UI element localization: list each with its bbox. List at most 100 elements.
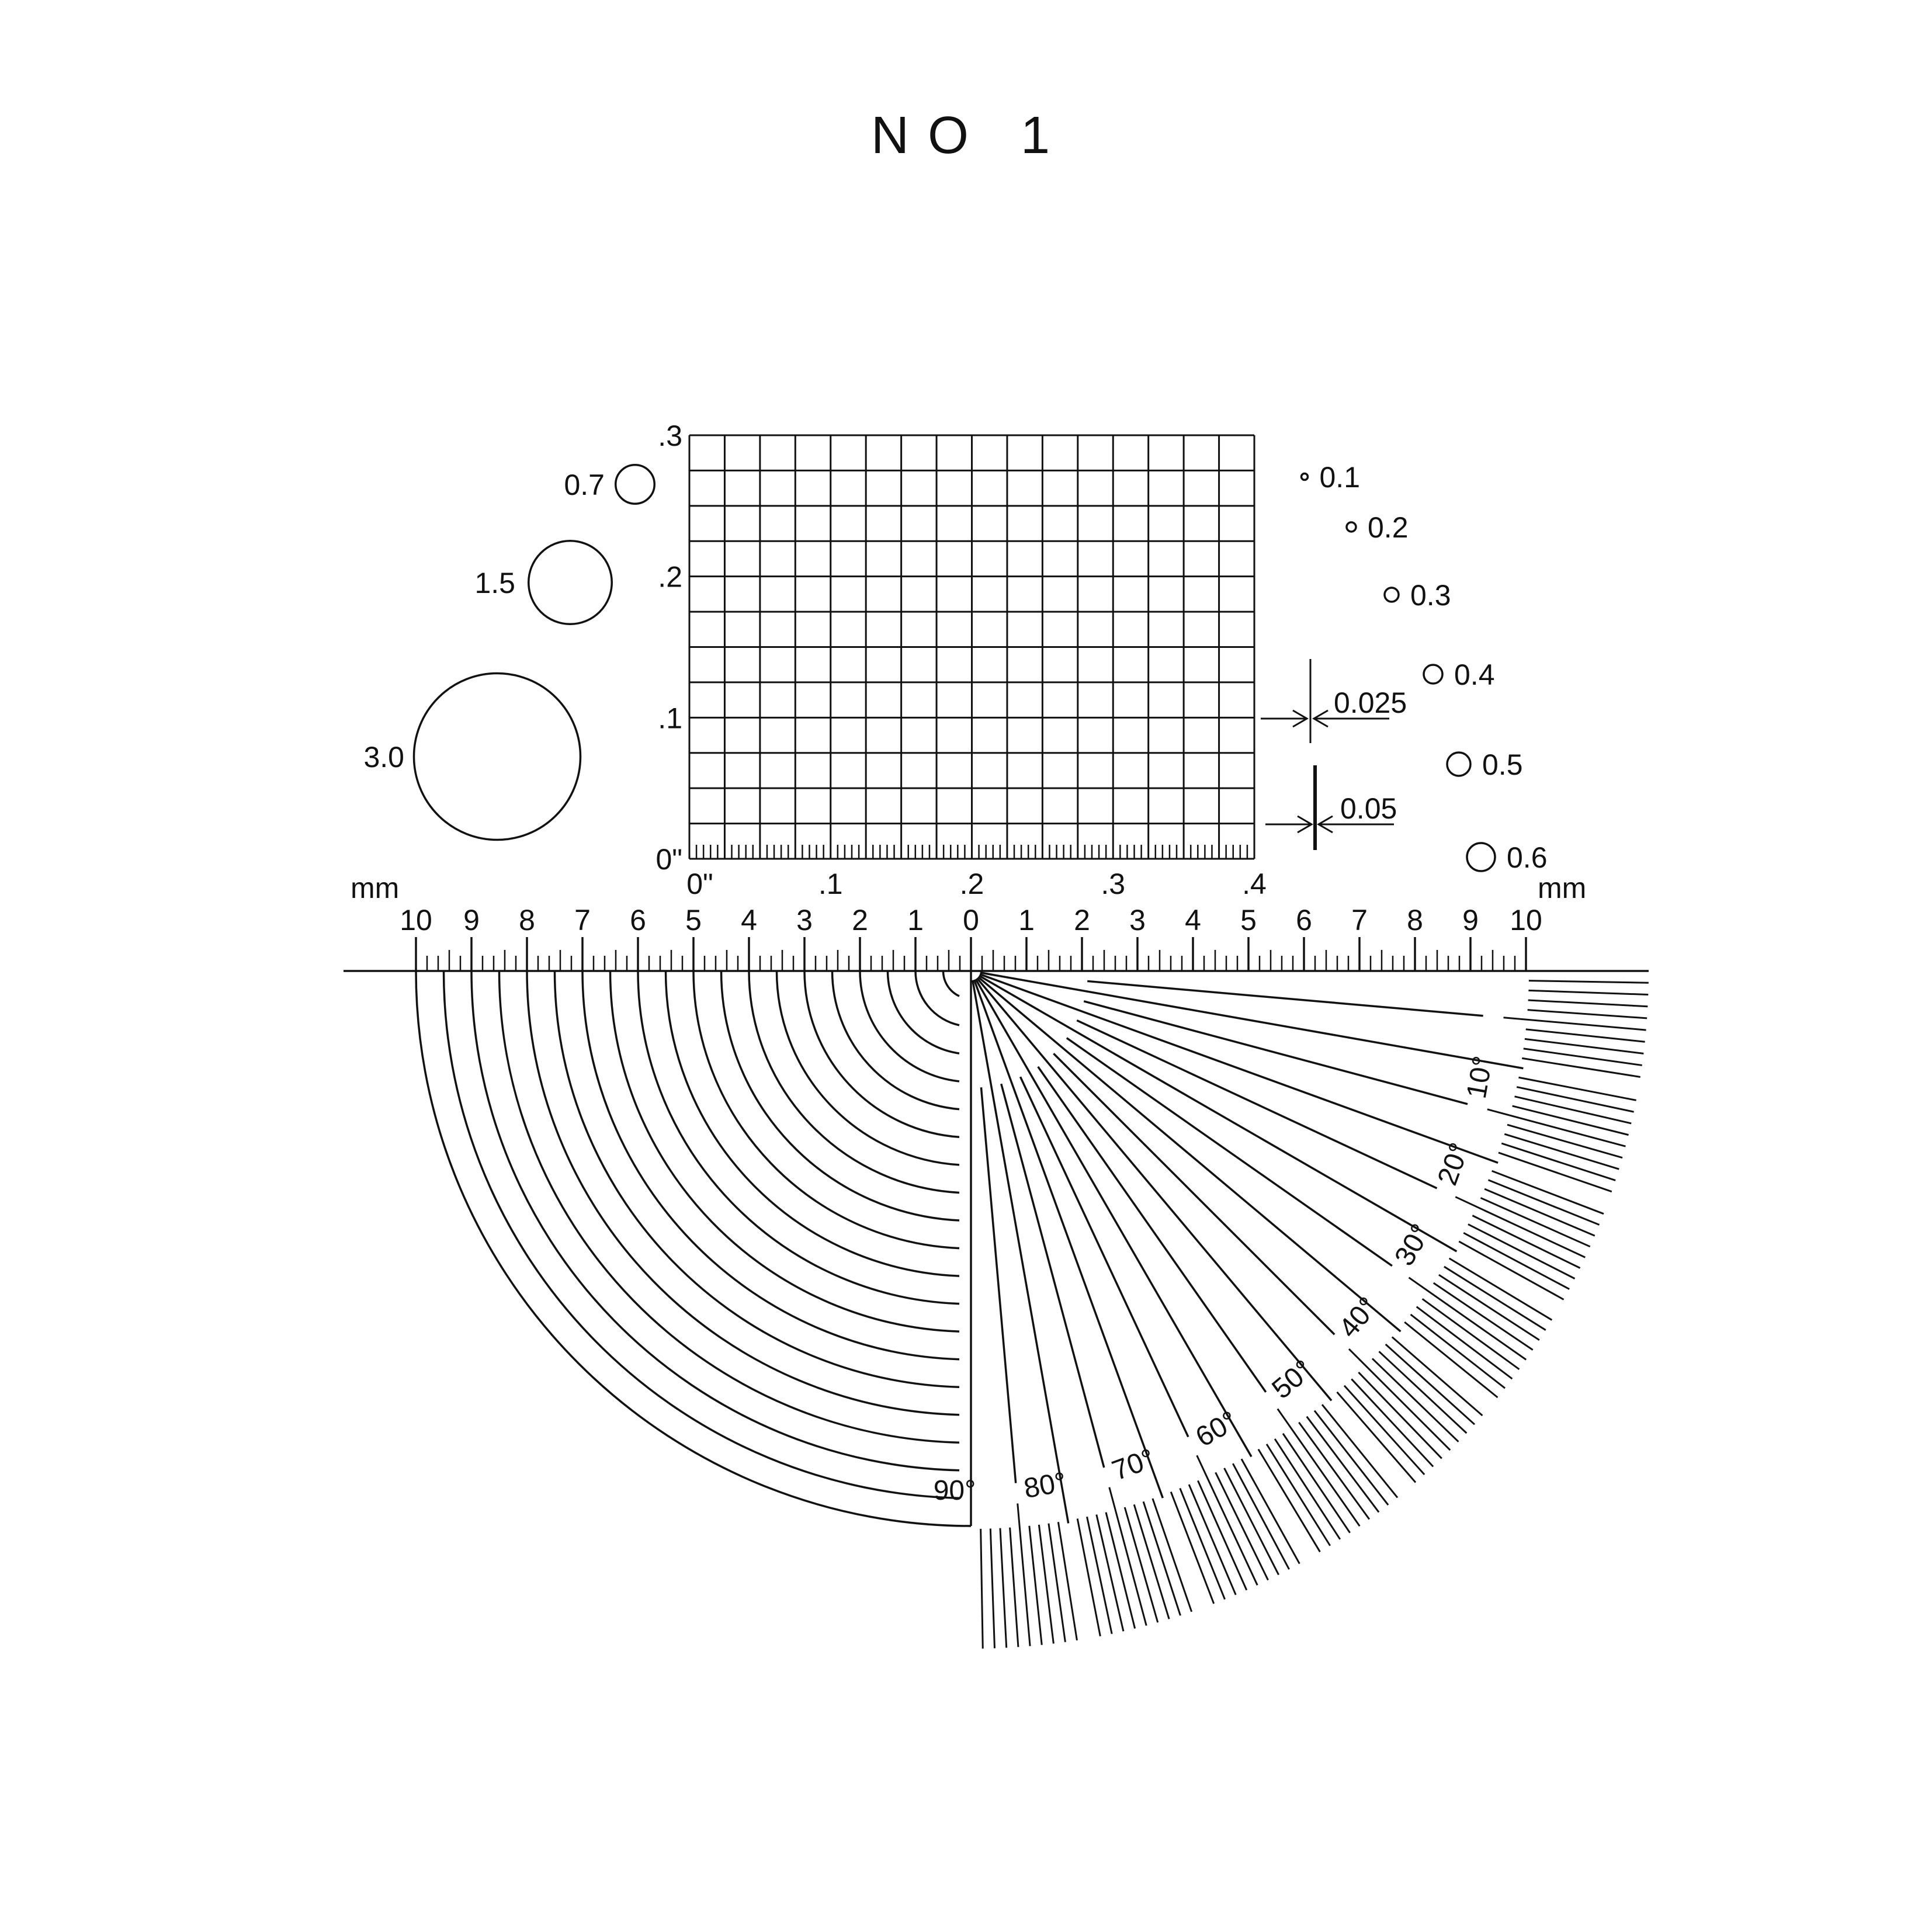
protractor-degree-tick (1009, 1527, 1019, 1647)
protractor-degree-tick (1391, 1336, 1483, 1417)
protractor-degree-tick (1196, 1455, 1258, 1586)
protractor-ray (972, 980, 1070, 1524)
concentric-arc (637, 970, 960, 1305)
protractor-degree-tick (1498, 1151, 1612, 1193)
protractor-degree-tick (1385, 1343, 1476, 1425)
protractor-degree-tick (1492, 1170, 1604, 1215)
width-label: 0.05 (1340, 792, 1397, 825)
protractor-degree-tick (1133, 1504, 1170, 1619)
protractor-degree-label: 70° (1108, 1443, 1158, 1487)
concentric-arc (720, 970, 960, 1222)
protractor-degree-tick (1076, 1518, 1101, 1636)
right-size-circles: 0.10.20.30.40.50.6 (1300, 461, 1548, 874)
width-arrow-head (1317, 815, 1333, 834)
concentric-arc (886, 970, 960, 1055)
grid-x-tick-label: 0" (686, 868, 713, 900)
protractor-degree-tick (1086, 1516, 1113, 1634)
protractor-degree-tick (1504, 1133, 1619, 1170)
protractor-degree-tick (980, 1528, 984, 1649)
protractor-degree-tick (1197, 1480, 1248, 1591)
ruler-label: 10 (400, 904, 432, 936)
ruler-label: 4 (741, 904, 757, 936)
protractor-degree-tick (1438, 1274, 1540, 1341)
protractor-degree-tick (1514, 1095, 1632, 1125)
protractor-degree-tick (1528, 989, 1649, 996)
protractor-degree-tick (1455, 1196, 1586, 1258)
protractor-degree-tick (1371, 1358, 1459, 1442)
inch-grid (688, 434, 1255, 860)
protractor-degree-label: 60° (1191, 1405, 1243, 1453)
width-label: 0.025 (1334, 686, 1407, 719)
ruler-label: 8 (519, 904, 535, 936)
grid-y-tick-label: .3 (658, 419, 682, 452)
ruler-unit-left: mm (351, 872, 399, 904)
protractor-ray (1019, 1076, 1189, 1438)
grid-y-tick-label: .1 (658, 702, 682, 734)
ruler-label: 9 (1462, 904, 1479, 936)
concentric-arc (914, 970, 960, 1026)
size-circle (1383, 587, 1400, 603)
protractor-degree-tick (1179, 1487, 1226, 1600)
size-circle-label: 0.4 (1454, 658, 1495, 691)
protractor-degree-tick (1298, 1421, 1371, 1520)
protractor-ray (1037, 1066, 1267, 1393)
inch-grid-labels: 0".1.2.3.4.3.2.10" (655, 419, 1266, 900)
size-circle-label: 0.3 (1410, 579, 1451, 612)
protractor-degree-label: 30° (1389, 1219, 1437, 1271)
ruler-label: 2 (1074, 904, 1090, 936)
ruler-label: 2 (852, 904, 868, 936)
protractor-degree-tick (1472, 1215, 1581, 1269)
grid-y-tick-label: 0" (655, 843, 682, 876)
protractor-degree-tick (1336, 1391, 1417, 1483)
reticle-title: NO 1 (871, 106, 1069, 165)
ruler-label: 7 (1351, 904, 1368, 936)
protractor-degree-tick (1378, 1351, 1468, 1434)
protractor-degree-tick (1523, 1047, 1642, 1066)
protractor-degree-tick (1351, 1378, 1434, 1468)
ruler-label: 7 (574, 904, 591, 936)
concentric-arc (859, 970, 960, 1083)
ruler-label: 8 (1407, 904, 1423, 936)
size-circle-label: 3.0 (363, 741, 404, 774)
protractor-degree-tick (1468, 1223, 1576, 1279)
protractor-degree-tick (1215, 1472, 1269, 1581)
protractor-degree-tick (1232, 1463, 1290, 1570)
ruler-label: 9 (463, 904, 480, 936)
protractor-degree-tick (1416, 1306, 1513, 1380)
protractor-degree-tick (989, 1528, 996, 1649)
ruler-label: 10 (1510, 904, 1542, 936)
protractor-degree-tick (1528, 980, 1649, 984)
protractor-degree-tick (1057, 1522, 1078, 1640)
grid-x-tick-label: .2 (960, 868, 984, 900)
line-width-gauges: 0.025 0.05 (1261, 659, 1407, 850)
ruler-label: 1 (1018, 904, 1035, 936)
protractor-degree-tick (1421, 1298, 1520, 1371)
protractor-degree-label: 40° (1333, 1291, 1384, 1344)
concentric-arc (692, 970, 960, 1250)
protractor-ray (976, 977, 1333, 1402)
protractor-degree-tick (1170, 1492, 1215, 1604)
protractor-ray (979, 973, 1499, 1164)
concentric-arc (775, 970, 960, 1166)
protractor-ray (1087, 980, 1483, 1017)
protractor-degree-tick (1444, 1265, 1546, 1331)
protractor-degree-tick (1524, 1038, 1644, 1055)
protractor-degree-tick (1518, 1076, 1636, 1101)
protractor-degree-tick (1017, 1503, 1031, 1646)
protractor-degree-tick (1306, 1416, 1380, 1513)
protractor-ray (980, 1087, 1017, 1483)
protractor-degree-tick (1274, 1438, 1341, 1540)
protractor-degree-tick (1257, 1448, 1321, 1553)
protractor-degree-tick (1265, 1444, 1331, 1546)
protractor-degree-tick (1223, 1468, 1279, 1576)
protractor-degree-tick (1522, 1057, 1640, 1078)
size-circle-label: 0.2 (1368, 511, 1409, 544)
ruler-label: 3 (796, 904, 813, 936)
protractor-degree-tick (999, 1528, 1008, 1648)
protractor-ray (973, 979, 1164, 1499)
concentric-arc (664, 970, 960, 1277)
ruler-label: 0 (963, 904, 979, 936)
grid-x-tick-label: .1 (818, 868, 843, 900)
protractor-ray (1066, 1037, 1393, 1267)
protractor-degree-tick (1142, 1501, 1181, 1616)
